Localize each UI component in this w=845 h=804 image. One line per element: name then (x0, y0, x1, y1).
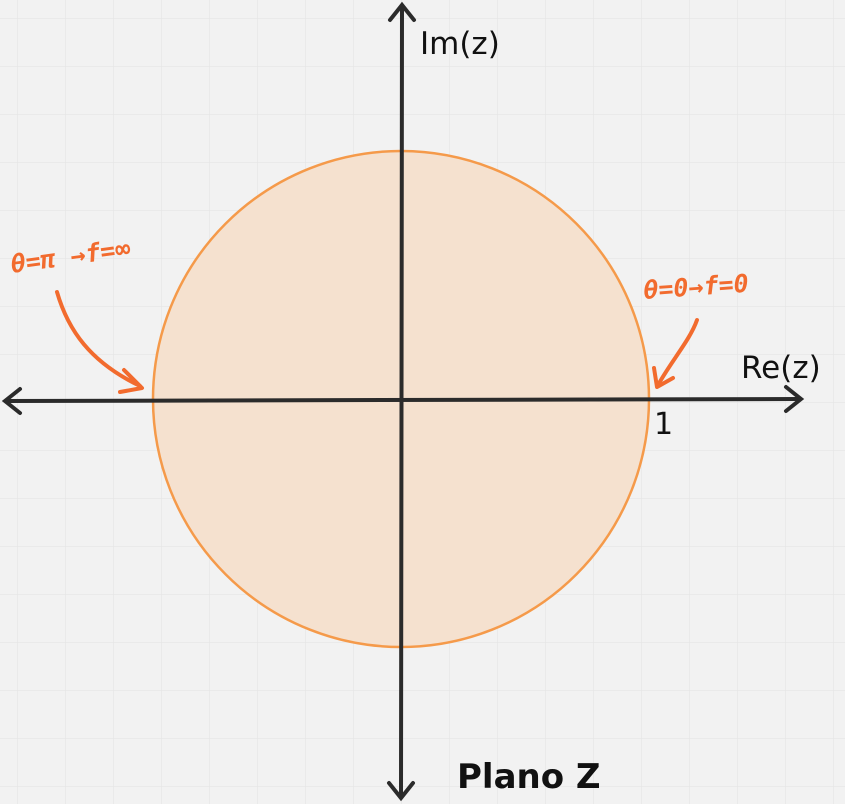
unit-tick-label: 1 (654, 407, 673, 442)
annotation-right-arrow (652, 318, 699, 389)
real-axis-right-arrow (784, 385, 805, 413)
imag-axis (387, 1, 416, 802)
annotation-right-arrowhead (652, 366, 675, 389)
real-axis-label: Re(z) (741, 350, 821, 386)
real-axis-left-arrow (1, 387, 22, 415)
imag-axis-top-arrow (388, 1, 416, 22)
plane-title: Plano Z (457, 757, 601, 797)
annotation-left-arrow (55, 290, 144, 394)
imag-axis-bottom-arrow (387, 781, 415, 802)
annotation-left-arrowhead (118, 368, 144, 394)
imag-axis-label: Im(z) (420, 26, 500, 62)
